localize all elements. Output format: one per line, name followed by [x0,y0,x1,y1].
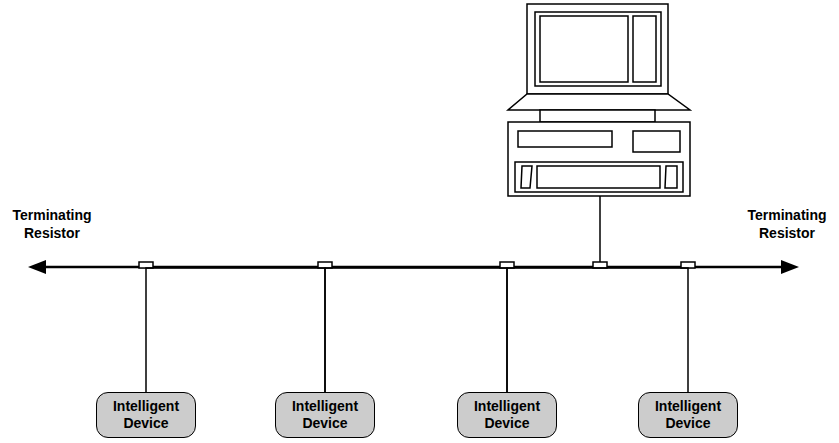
bus-drop-connector [146,268,325,392]
device-box: Intelligent Device [275,392,375,438]
t-connector [139,262,695,268]
device-box: Intelligent Device [457,392,557,438]
computer-icon [508,4,690,196]
terminator-label: Terminating Resistor [2,206,102,242]
device-label: Intelligent Device [645,398,731,432]
terminator-label: Terminating Resistor [737,206,837,242]
device-box: Intelligent Device [638,392,738,438]
device-label: Intelligent Device [282,398,368,432]
device-label: Intelligent Device [464,398,550,432]
bus-drop-connector [507,268,688,392]
computer-cable [599,196,601,263]
bus-arrowhead [28,260,46,274]
device-label: Intelligent Device [103,398,189,432]
bus-arrowhead [781,260,799,274]
device-box: Intelligent Device [96,392,196,438]
bus-drop-connector [325,268,507,392]
